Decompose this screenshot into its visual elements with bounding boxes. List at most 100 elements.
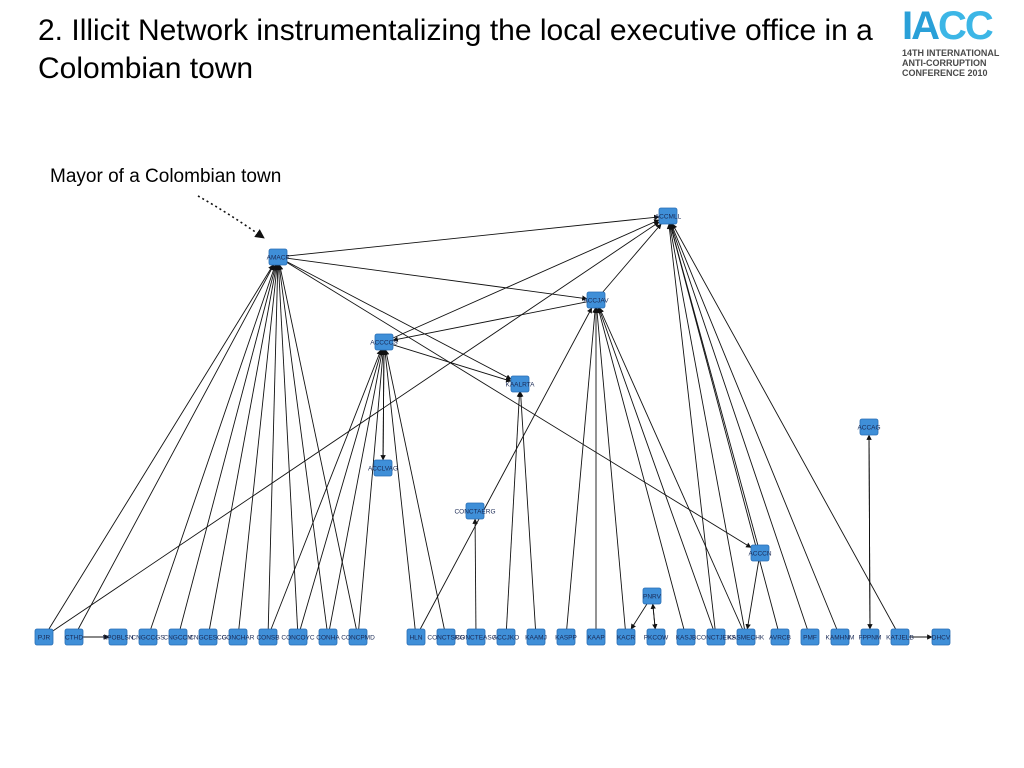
edge-pjr-to-amacf (48, 264, 274, 630)
node-box (706, 628, 726, 646)
node-label: DHCV (932, 634, 951, 641)
logo-text: 14TH INTERNATIONAL ANTI-CORRUPTION CONFE… (902, 48, 999, 78)
edge-kamhnm-to-accmll (670, 223, 838, 630)
node-label: ACCCCS (370, 339, 398, 346)
node-box (770, 628, 790, 646)
node-box (642, 587, 662, 605)
node-label: ACCJAV (583, 297, 609, 304)
node-box (138, 628, 158, 646)
node-box (318, 628, 338, 646)
node-box (288, 628, 308, 646)
edge-consb-to-amacf (267, 264, 281, 630)
node-box (860, 628, 880, 646)
node-acccn: ACCCN (748, 544, 772, 562)
node-box (258, 628, 278, 646)
edge-accjav-to-accmll (602, 223, 662, 293)
node-cngccgs: CNGCCGS (131, 628, 165, 646)
node-label: CONSB (256, 634, 279, 641)
node-box (750, 544, 770, 562)
node-box (736, 628, 756, 646)
node-kaspp: KASPP (555, 628, 577, 646)
logo-line-2: ANTI-CORRUPTION (902, 58, 987, 68)
edge-conctjeks-to-accjav (597, 307, 714, 630)
node-kaalrta: KAALRTA (505, 375, 535, 393)
node-concoyc: CONCOYC (281, 628, 315, 646)
node-box (374, 333, 394, 351)
node-kaamj: KAAMJ (525, 628, 547, 646)
node-accccs: ACCCCS (370, 333, 398, 351)
edge-accjav-to-accccs (392, 301, 588, 342)
node-cthd: CTHD (64, 628, 84, 646)
node-label: CTHD (65, 634, 83, 641)
edge-accjko-to-kaalrta (505, 391, 522, 630)
node-box (586, 291, 606, 309)
node-concpmd: CONCPMD (341, 628, 375, 646)
edge-kasmechk-to-accmll (667, 223, 745, 630)
node-label: ACCLVAG (368, 465, 398, 472)
edge-pmf-to-accmll (669, 223, 808, 630)
node-conha: CONHA (316, 628, 340, 646)
edge-kacr-to-accjav (594, 307, 626, 630)
edge-kaamj-to-kaalrta (518, 391, 536, 630)
edge-accccs-to-kaalrta (392, 344, 512, 383)
logo-line-1: 14TH INTERNATIONAL (902, 48, 1000, 58)
node-box (373, 459, 393, 477)
iacc-logo: IACC 14TH INTERNATIONAL ANTI-CORRUPTION … (898, 4, 1020, 86)
edge-cthd-to-amacf (77, 264, 275, 630)
node-kaap: KAAP (586, 628, 606, 646)
node-box (526, 628, 546, 646)
edge-acccn-to-accmll (668, 223, 759, 546)
edge-cngccgs-to-amacf (150, 264, 277, 630)
node-label: KAMHNM (826, 634, 855, 641)
edge-cngccm-to-amacf (179, 264, 278, 630)
edge-concpmd-to-amacf (278, 264, 357, 630)
edge-conctsrg-to-accccs (384, 349, 445, 630)
node-box (859, 418, 879, 436)
node-label: KASMECHK (728, 634, 765, 641)
node-conctsrg: CONCTSRG (427, 628, 465, 646)
node-box (64, 628, 84, 646)
node-conchar: CONCHAR (222, 628, 255, 646)
node-label: CONCTEASC (456, 634, 497, 641)
node-label: ACCCN (748, 550, 771, 557)
node-conctjeks: CONCTJEKS (696, 628, 736, 646)
node-pkcow: PKCOW (644, 628, 669, 646)
edge-amacf-to-accmll (286, 214, 660, 257)
node-label: KASPP (555, 634, 577, 641)
node-label: CONCTAERG (454, 508, 495, 515)
edge-accag-to-fppnm (867, 434, 873, 630)
edge-katjelb-to-accmll (672, 223, 896, 630)
node-label: PKCOW (644, 634, 669, 641)
node-label: KAALRTA (505, 381, 535, 388)
edge-consb-to-accccs (270, 349, 382, 630)
node-label: PNRV (643, 593, 662, 600)
node-box (406, 628, 426, 646)
node-box (228, 628, 248, 646)
node-katjelb: KATJELB (886, 628, 914, 646)
edge-concoyc-to-amacf (275, 264, 299, 630)
node-pmf: PMF (800, 628, 820, 646)
node-pnrv: PNRV (642, 587, 662, 605)
node-label: KAAP (587, 634, 604, 641)
node-label: KACR (617, 634, 635, 641)
node-box (510, 375, 530, 393)
edge-hln-to-accccs (382, 349, 416, 630)
node-label: CNGCCM (163, 634, 192, 641)
node-label: PMF (803, 634, 817, 641)
node-accjav: ACCJAV (583, 291, 609, 309)
node-label: KAAMJ (525, 634, 547, 641)
edge-amacf-to-accjav (286, 257, 588, 301)
node-cngcescg: CNGCESCG (189, 628, 227, 646)
edge-kasjb-to-accjav (596, 307, 685, 630)
edge-pjr-to-accmll (52, 221, 660, 632)
edge-conctjeks-to-accmll (666, 223, 716, 630)
edge-kasmechk-to-accjav (599, 307, 743, 630)
node-label: CONCPMD (341, 634, 375, 641)
node-box (830, 628, 850, 646)
node-box (800, 628, 820, 646)
mayor-annotation: Mayor of a Colombian town (50, 166, 282, 187)
node-label: ACCMLL (655, 213, 682, 220)
node-box (931, 628, 951, 646)
edge-amacf-to-acccn (286, 262, 752, 548)
